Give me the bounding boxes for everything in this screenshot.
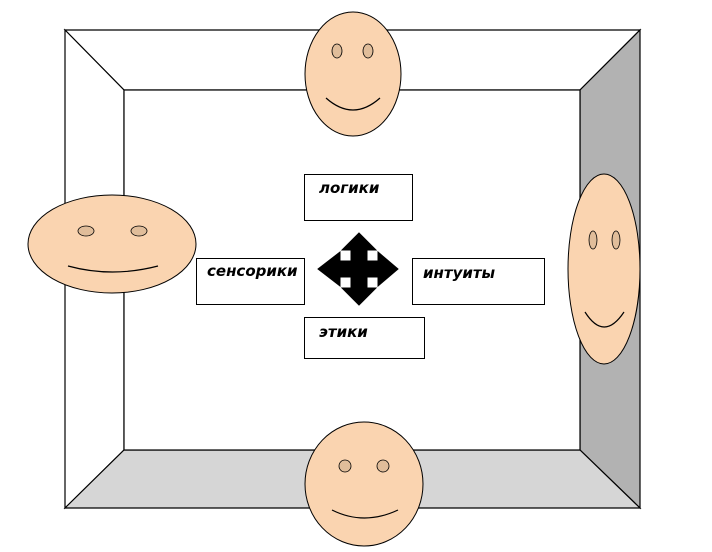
label-sensing: сенсорики <box>196 258 305 305</box>
label-logic: логики <box>304 174 413 221</box>
four-way-arrow-icon <box>317 232 399 306</box>
label-ethics: этики <box>304 317 425 359</box>
smiley-face-icon <box>27 194 197 294</box>
smiley-face-icon <box>304 421 424 547</box>
label-intuition: интуиты <box>412 258 545 305</box>
smiley-face-icon <box>567 173 641 365</box>
smiley-face-icon <box>304 11 402 137</box>
